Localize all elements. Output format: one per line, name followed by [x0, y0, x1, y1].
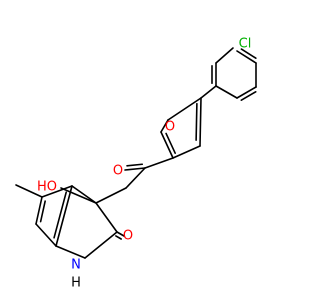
bond-12	[144, 157, 174, 169]
molecule-structure: Cl O O HO O N H	[15, 37, 257, 291]
bond-5-double	[240, 48, 257, 59]
bond-17	[95, 202, 118, 233]
bond-lines	[15, 47, 257, 259]
atom-labels: Cl O O HO O N H	[37, 37, 251, 291]
bond-3	[236, 86, 257, 99]
bond-3-double	[240, 90, 257, 101]
bond-25-double	[53, 191, 68, 239]
ketone-oxygen-atom-label: O	[113, 164, 123, 179]
bond-22-double	[39, 200, 46, 223]
bond-9	[172, 145, 201, 159]
bond-18	[116, 231, 125, 237]
bond-16	[60, 187, 97, 204]
bond-8-double	[195, 102, 198, 141]
bond-13-double	[126, 163, 144, 167]
bond-20	[55, 245, 86, 259]
bond-22	[35, 196, 43, 225]
bond-25	[55, 185, 73, 247]
bond-5	[236, 50, 257, 64]
bond-19	[84, 231, 118, 259]
bond-18-double	[115, 235, 122, 240]
lactam-oxygen-atom-label: O	[123, 229, 133, 244]
bond-7	[167, 97, 202, 121]
hydroxyl-group-label: HO	[37, 180, 57, 195]
bond-2	[215, 85, 238, 99]
bond-10	[160, 131, 174, 159]
chlorine-atom-label: Cl	[239, 37, 252, 52]
bond-0	[215, 47, 234, 64]
bond-14	[125, 167, 146, 189]
bond-23	[41, 185, 73, 198]
furan-oxygen-atom-label: O	[165, 120, 175, 135]
bond-26	[15, 184, 43, 198]
bond-21	[35, 223, 57, 247]
bond-24	[71, 185, 97, 204]
amine-hydrogen-atom-label: H	[71, 276, 81, 291]
bond-13	[124, 167, 146, 171]
amine-nitrogen-atom-label: N	[71, 258, 81, 273]
bond-8	[199, 97, 202, 147]
bond-11	[160, 119, 169, 133]
bond-6	[200, 85, 217, 99]
bond-15	[95, 187, 127, 204]
bond-10-double	[165, 132, 176, 155]
